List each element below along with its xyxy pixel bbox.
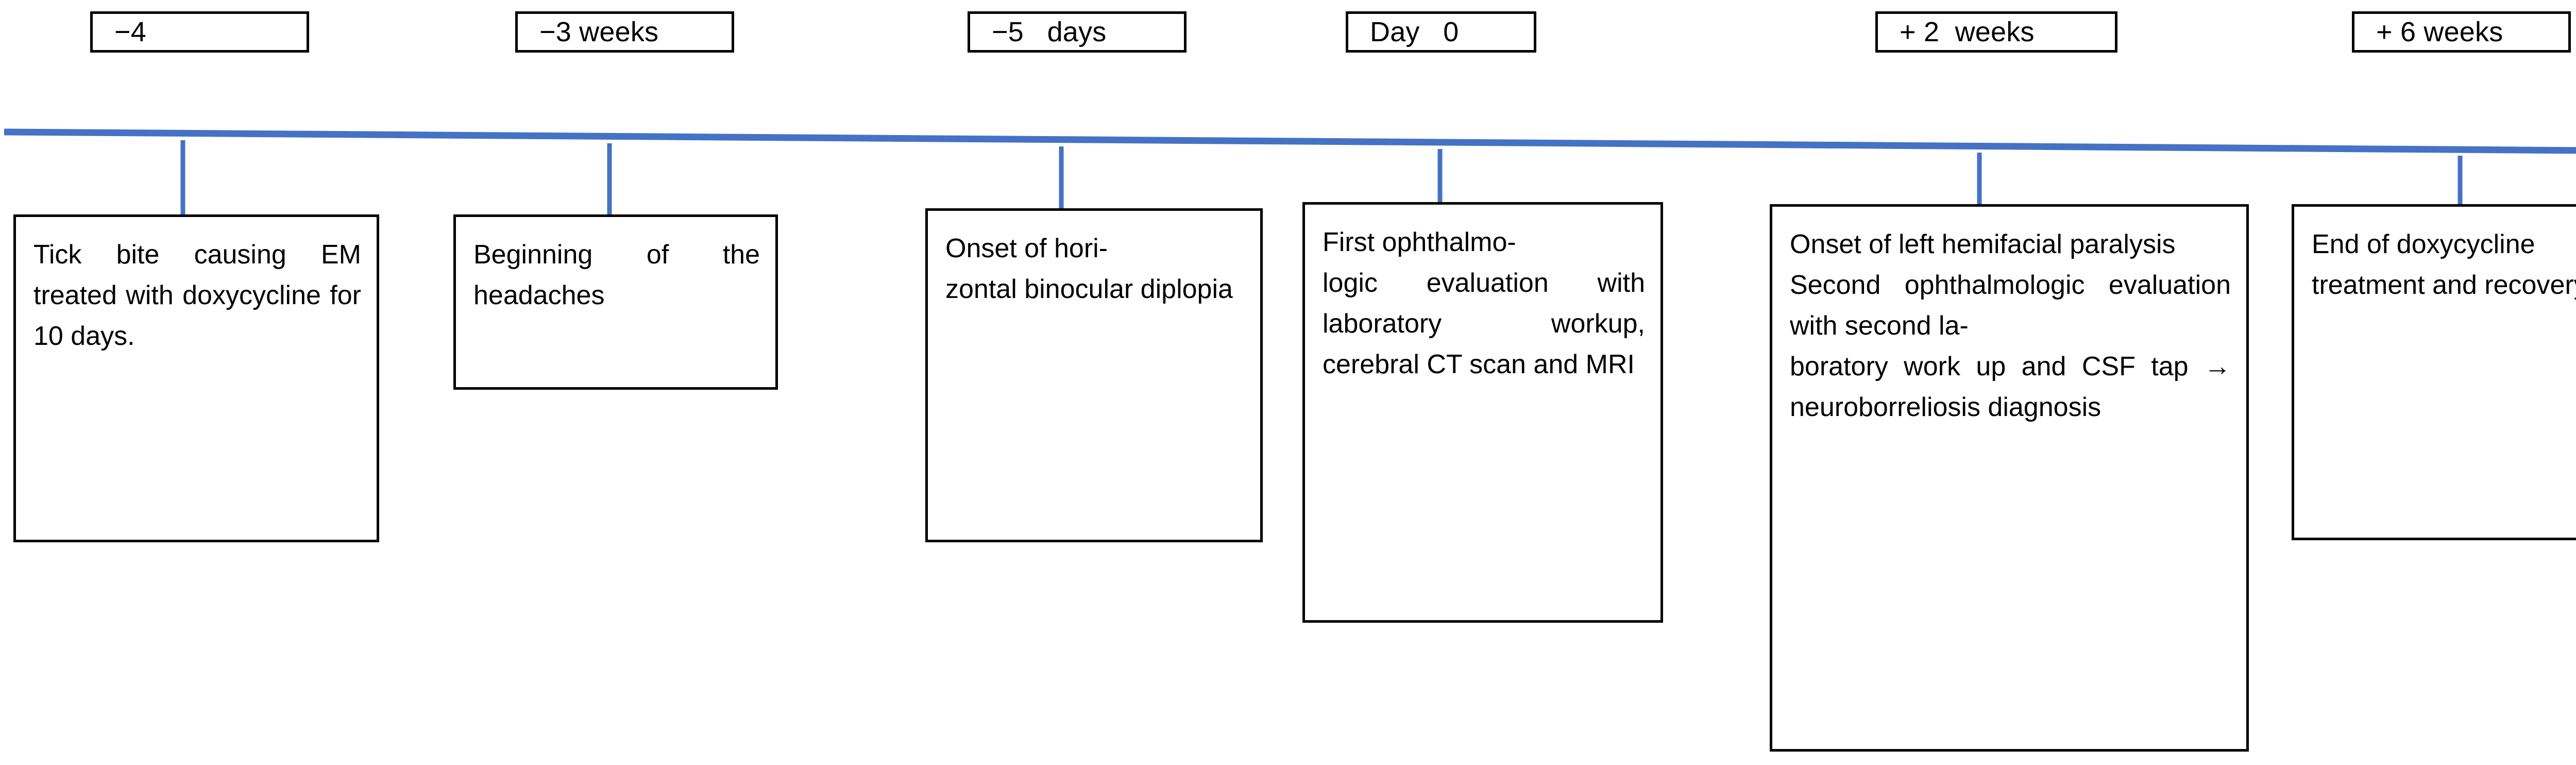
date-box-3[interactable]: −5 days xyxy=(968,11,1187,53)
event-text-5: Onset of left hemifacial paralysis Secon… xyxy=(1790,229,2231,423)
date-label-1: −4 xyxy=(114,16,146,47)
event-text-6: End of doxycycline treatment and recover… xyxy=(2312,229,2576,301)
date-label-4: Day 0 xyxy=(1370,16,1459,47)
event-box-5[interactable]: Onset of left hemifacial paralysis Secon… xyxy=(1770,204,2249,752)
event-text-4: First ophthalmo- logic evaluation with l… xyxy=(1323,227,1645,380)
event-box-6[interactable]: End of doxycycline treatment and recover… xyxy=(2292,204,2576,540)
event-text-1: Tick bite causing EM treated with doxycy… xyxy=(33,240,361,352)
date-box-4[interactable]: Day 0 xyxy=(1346,11,1536,53)
event-box-4[interactable]: First ophthalmo- logic evaluation with l… xyxy=(1302,202,1663,623)
event-box-3[interactable]: Onset of hori- zontal binocular diplopia xyxy=(925,208,1263,542)
event-box-1[interactable]: Tick bite causing EM treated with doxycy… xyxy=(13,214,379,542)
date-label-5: + 2 weeks xyxy=(1900,16,2035,47)
date-label-6: + 6 weeks xyxy=(2376,16,2503,47)
date-box-1[interactable]: −4 xyxy=(90,11,309,53)
date-box-2[interactable]: −3 weeks xyxy=(515,11,734,53)
date-box-6[interactable]: + 6 weeks xyxy=(2352,11,2571,53)
date-label-3: −5 days xyxy=(992,16,1107,47)
date-box-5[interactable]: + 2 weeks xyxy=(1875,11,2117,53)
axis-line xyxy=(4,128,2576,154)
event-text-2: Beginning of the headaches xyxy=(473,240,760,311)
event-box-2[interactable]: Beginning of the headaches xyxy=(453,214,778,390)
date-label-2: −3 weeks xyxy=(539,16,659,47)
event-text-3: Onset of hori- zontal binocular diplopia xyxy=(945,234,1233,305)
